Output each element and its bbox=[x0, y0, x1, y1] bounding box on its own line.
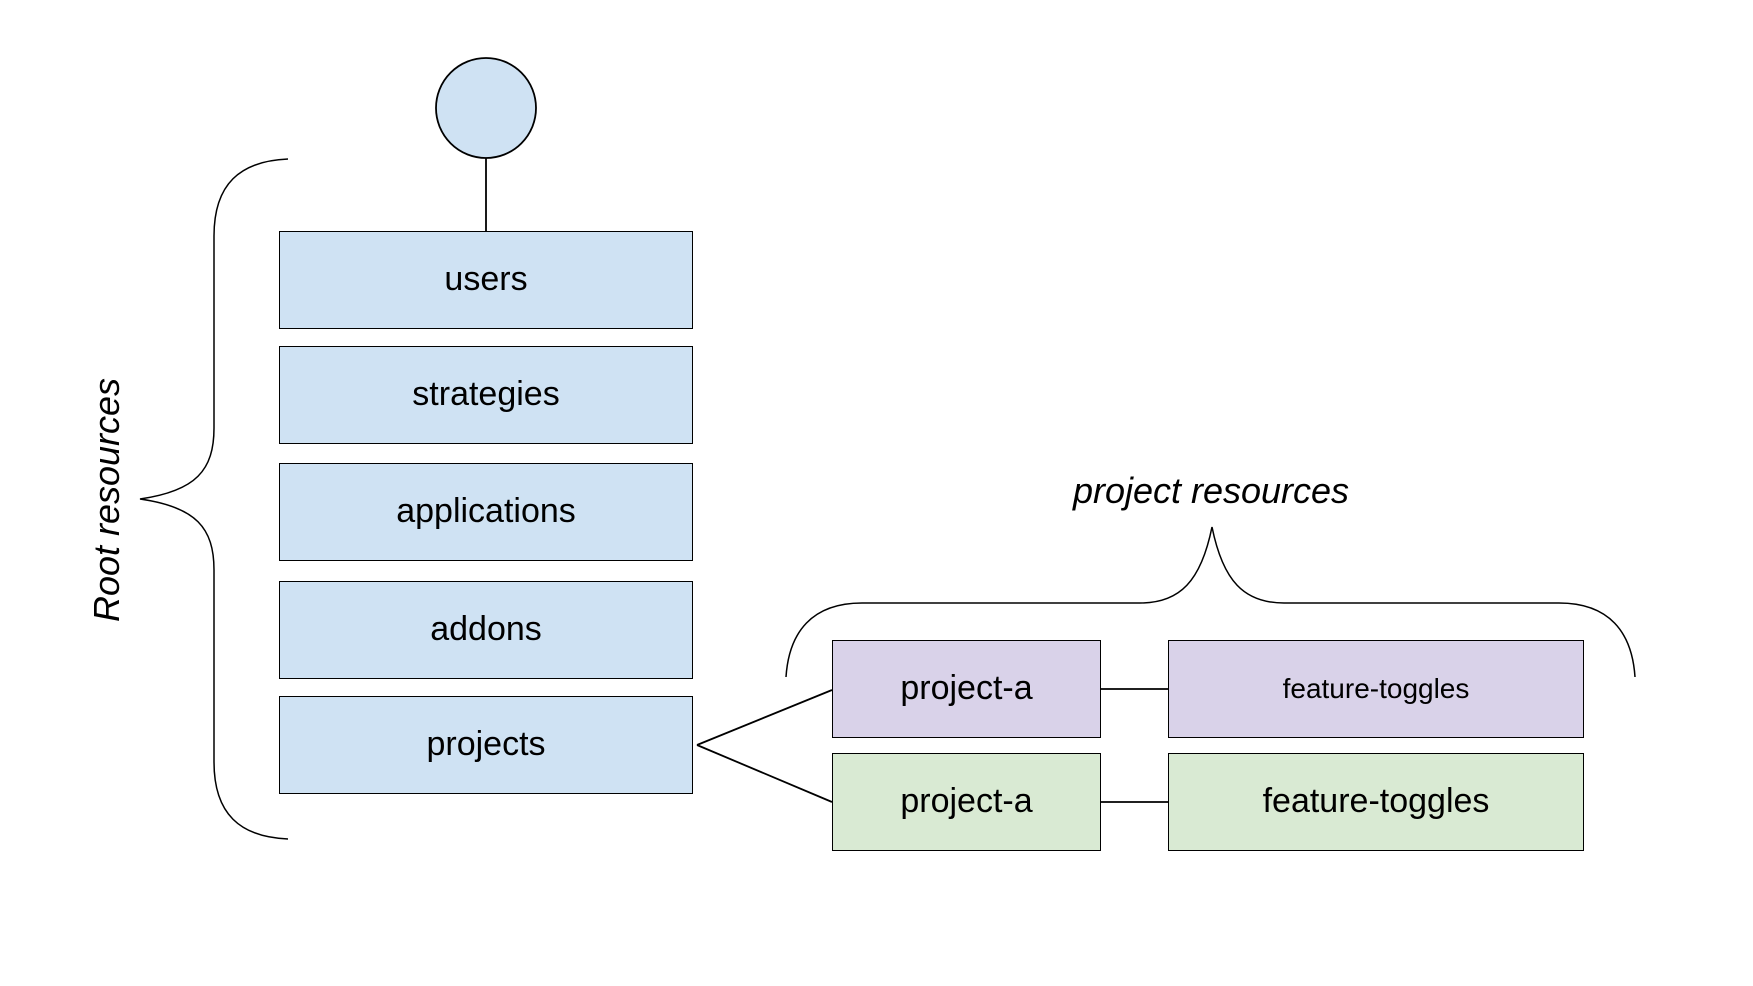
node-feature-toggles-row1: feature-toggles bbox=[1168, 640, 1584, 738]
node-feature-toggles-row2: feature-toggles bbox=[1168, 753, 1584, 851]
node-project-a-row1: project-a bbox=[832, 640, 1101, 738]
root-resources-label: Root resources bbox=[86, 377, 127, 623]
node-applications: applications bbox=[279, 463, 693, 561]
root-resources-brace bbox=[139, 158, 289, 840]
node-strategies: strategies bbox=[279, 346, 693, 444]
node-project-a-row2: project-a bbox=[832, 753, 1101, 851]
project-resources-label: project resources bbox=[1072, 470, 1350, 511]
projects-to-project-a-row1-connector bbox=[696, 689, 833, 746]
node-projects: projects bbox=[279, 696, 693, 794]
node-addons: addons bbox=[279, 581, 693, 679]
project-resources-brace bbox=[785, 526, 1636, 678]
root-circle-icon bbox=[435, 57, 537, 159]
projects-to-project-a-row2-connector bbox=[696, 744, 833, 803]
node-users: users bbox=[279, 231, 693, 329]
